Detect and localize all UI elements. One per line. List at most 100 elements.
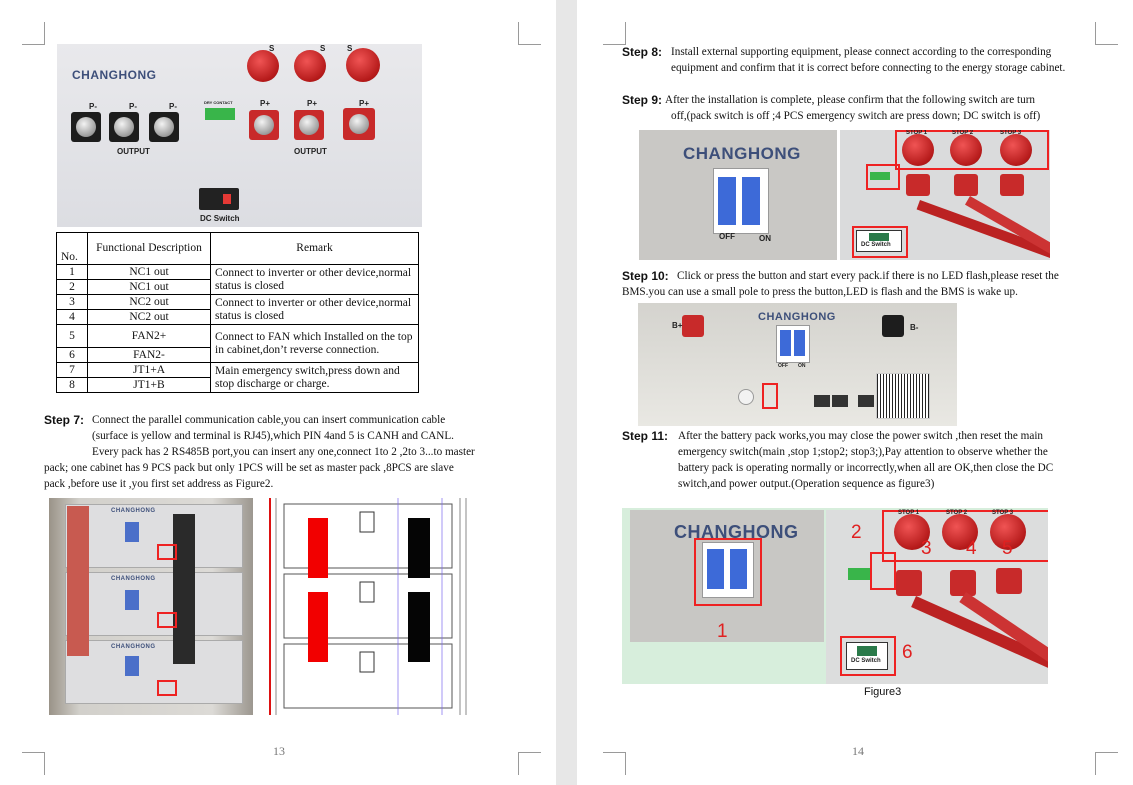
dry-contact-connector (848, 568, 870, 580)
step9-label: Step 9: (622, 93, 663, 107)
rj45-port (814, 395, 830, 407)
emergency-stop-button (247, 50, 279, 82)
breaker-lever (730, 549, 747, 589)
cell-no: 1 (56, 264, 88, 280)
rack-photo: CHANGHONG CHANGHONG CHANGHONG (49, 498, 253, 715)
table-row: 1 NC1 out Connect to inverter or other d… (56, 264, 419, 295)
figure3-caption: Figure3 (864, 686, 902, 698)
dc-switch-label: DC Switch (861, 242, 891, 248)
p-plus-label: P+ (359, 99, 370, 108)
step11-label: Step 11: (622, 429, 669, 443)
step7-line: Every pack has 2 RS485B port,you can ins… (92, 446, 475, 458)
output-label: OUTPUT (117, 147, 150, 156)
dc-switch-led (857, 646, 877, 656)
cell-no: 5 (56, 324, 88, 348)
bms-photo: B+ CHANGHONG OFF ON B- (638, 303, 957, 426)
rs485-port-highlight (157, 680, 177, 696)
p-plus-label: P+ (307, 99, 318, 108)
emergency-stop-button (990, 514, 1026, 550)
crop-mark (22, 22, 45, 45)
step-marker-6: 6 (902, 642, 913, 663)
off-label: OFF (719, 232, 735, 241)
cell-no: 2 (56, 279, 88, 295)
left-page: CHANGHONG S S S P- P- P- OUTPUT DRY CONT… (0, 0, 556, 785)
cell-remark: Main emergency switch,press down and sto… (210, 362, 419, 393)
crop-mark (603, 22, 626, 45)
off-label: OFF (778, 363, 788, 369)
pack-breaker (702, 542, 754, 598)
cell-no: 8 (56, 377, 88, 393)
brand-logo: CHANGHONG (683, 144, 801, 163)
p-minus-label: P- (89, 102, 97, 111)
positive-terminal (954, 174, 978, 196)
emergency-stop-button (902, 134, 934, 166)
brand-logo: CHANGHONG (758, 311, 836, 323)
on-label: ON (798, 363, 806, 369)
step10-line: BMS.you can use a small pole to press th… (622, 286, 1018, 298)
positive-terminal (906, 174, 930, 196)
connector-highlight (866, 164, 900, 190)
step-marker-1: 1 (717, 621, 728, 642)
brand-logo: CHANGHONG (674, 522, 799, 542)
pack-breaker (713, 168, 769, 234)
brand-logo: CHANGHONG (111, 576, 156, 582)
rs485-port-highlight (157, 612, 177, 628)
crop-mark (518, 22, 541, 45)
connector-highlight (870, 552, 896, 590)
terminal-bolt (299, 115, 319, 135)
terminal-bolt (76, 117, 96, 137)
output-label: OUTPUT (294, 147, 327, 156)
pack-unit (65, 504, 243, 568)
cell-desc: JT1+B (87, 377, 211, 393)
cell-no: 3 (56, 294, 88, 310)
step7-line: (surface is yellow and terminal is RJ45)… (92, 430, 454, 442)
step7-label: Step 7: (44, 413, 85, 427)
table-row: 2 NC1 out (56, 279, 419, 295)
brand-logo: CHANGHONG (111, 644, 156, 650)
step11-line: switch,and power output.(Operation seque… (678, 478, 935, 490)
rj45-port (858, 395, 874, 407)
terminal-bolt (349, 114, 369, 134)
header-remark: Remark (210, 232, 419, 265)
positive-terminal (896, 570, 922, 596)
cell-desc: FAN2- (87, 347, 211, 363)
p-minus-label: P- (169, 102, 177, 111)
step9-line: After the installation is complete, plea… (665, 94, 1036, 106)
red-busbar (67, 506, 89, 656)
crop-mark (603, 752, 626, 775)
figure3-left-photo: CHANGHONG (630, 510, 824, 642)
stop3-label: STOP 3 (1000, 130, 1022, 136)
cell-desc: FAN2+ (87, 324, 211, 348)
table-row: 3 NC2 out Connect to inverter or other d… (56, 294, 419, 325)
dc-switch-highlight (852, 226, 908, 258)
b-minus-label: B- (910, 323, 919, 332)
table-row: 6 FAN2- (56, 347, 419, 363)
breaker-lever (742, 177, 760, 225)
rack-drawing (262, 498, 469, 715)
step10-label: Step 10: (622, 269, 669, 283)
step8-line: Install external supporting equipment, p… (671, 46, 1052, 58)
dc-switch-led (223, 194, 231, 204)
step7-line: Connect the parallel communication cable… (92, 414, 446, 426)
pack-switch-photo: CHANGHONG OFF ON (639, 130, 837, 260)
pack-switch-highlight (694, 538, 762, 606)
cell-desc: JT1+A (87, 362, 211, 378)
breaker-lever (794, 330, 805, 356)
functional-table: No. Functional Description Remark 1 NC1 … (56, 232, 419, 393)
breaker-lever (718, 177, 736, 225)
pack-unit (65, 640, 243, 704)
page-number: 13 (273, 744, 285, 758)
crop-mark (518, 752, 541, 775)
cell-desc: NC1 out (87, 279, 211, 295)
stop-label: S (320, 44, 326, 53)
cell-desc: NC2 out (87, 294, 211, 310)
panel-photo: CHANGHONG S S S P- P- P- OUTPUT DRY CONT… (57, 44, 422, 227)
emergency-stop-button (894, 514, 930, 550)
table-row: 5 FAN2+ Connect to FAN which Installed o… (56, 324, 419, 363)
cell-desc: NC1 out (87, 264, 211, 280)
step-marker-4: 4 (966, 538, 977, 559)
positive-terminal (1000, 174, 1024, 196)
figure3: CHANGHONG 1 STOP 1 STOP 2 STOP 3 (622, 508, 1048, 684)
dc-switch-label: DC Switch (851, 658, 881, 664)
stop-label: S (269, 44, 275, 53)
